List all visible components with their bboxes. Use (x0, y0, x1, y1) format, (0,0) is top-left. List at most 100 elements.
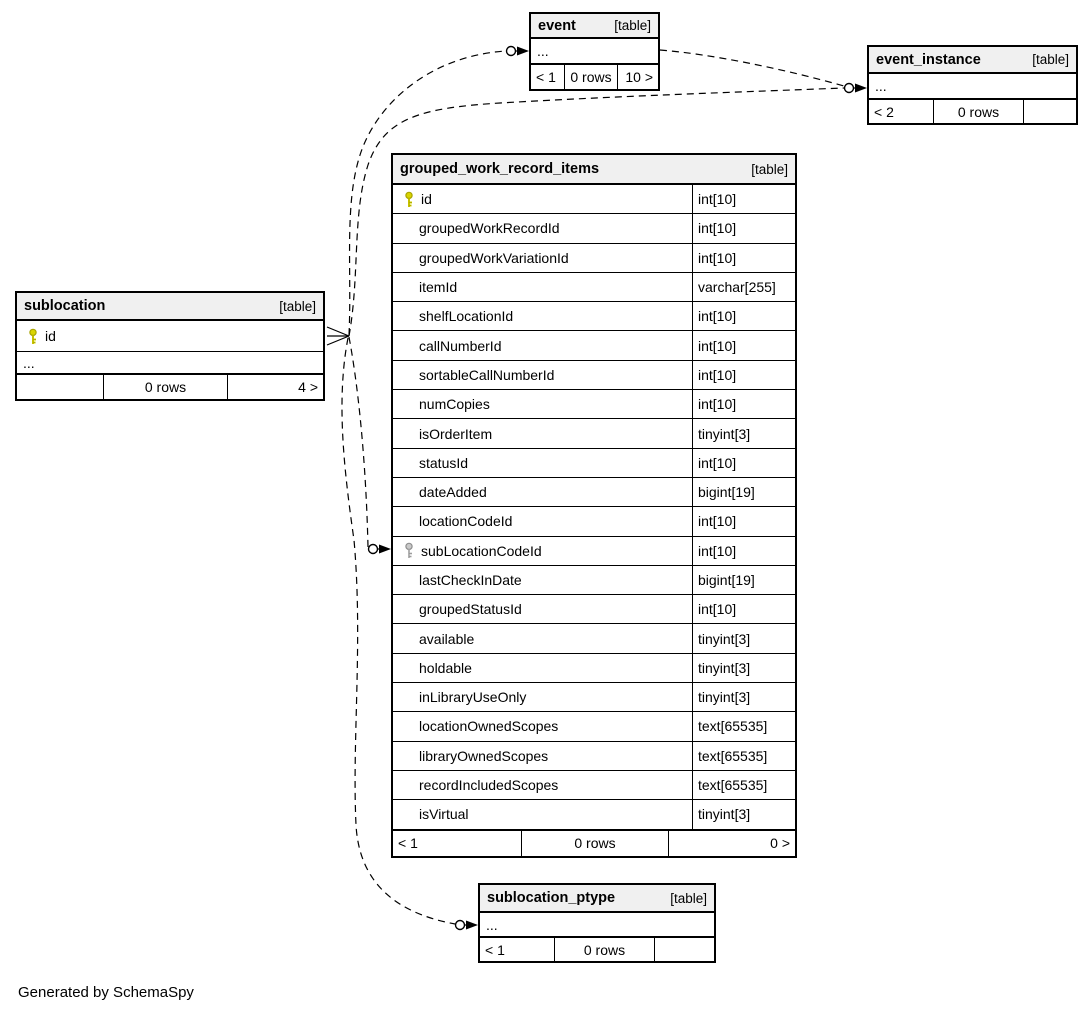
table-title[interactable]: event (538, 17, 576, 34)
column-type: varchar[255] (692, 272, 795, 302)
column-name: subLocationCodeId (421, 542, 542, 559)
column-name-cell: itemId (393, 273, 692, 301)
column-name: locationCodeId (419, 513, 513, 530)
column-name: available (419, 630, 475, 647)
column-row-id: id (17, 321, 323, 352)
column-name-cell: groupedWorkRecordId (393, 214, 692, 242)
relation-endpoint-grouped-work-record-items (367, 543, 391, 555)
column-row-libraryOwnedScopes: libraryOwnedScopes text[65535] (393, 741, 795, 771)
relation-sublocation-event (348, 50, 507, 336)
table-header-sublocation_ptype[interactable]: sublocation_ptype[table] (480, 885, 714, 913)
table-header-grouped_work_record_items[interactable]: grouped_work_record_items[table] (393, 155, 795, 185)
column-name-cell: shelfLocationId (393, 302, 692, 330)
table-header-sublocation[interactable]: sublocation [table] (17, 293, 323, 321)
relation-sublocation-sublocation-ptype (341, 337, 456, 925)
column-name-cell: statusId (393, 449, 692, 477)
parent-count: < 2 (874, 103, 894, 120)
table-header-event_instance[interactable]: event_instance[table] (869, 47, 1076, 74)
column-name: id (421, 191, 432, 208)
column-type: tinyint[3] (692, 800, 795, 829)
column-row-locationOwnedScopes: locationOwnedScopes text[65535] (393, 712, 795, 742)
table-title[interactable]: grouped_work_record_items (400, 161, 600, 177)
column-name-cell: libraryOwnedScopes (393, 742, 692, 770)
table-title[interactable]: sublocation (24, 298, 106, 314)
column-type: int[10] (692, 507, 795, 536)
table-header-event[interactable]: event [table] (531, 14, 658, 39)
table-title[interactable]: sublocation_ptype (487, 890, 616, 906)
column-name: dateAdded (419, 484, 487, 501)
column-name: statusId (419, 454, 469, 471)
column-name: lastCheckInDate (419, 572, 522, 588)
relation-event-event-instance (659, 49, 845, 87)
column-name-cell: isVirtual (393, 800, 692, 828)
column-name: id (45, 328, 56, 344)
column-type: bigint[19] (692, 477, 795, 507)
child-count (1023, 100, 1076, 123)
column-name-cell: groupedWorkVariationId (393, 244, 692, 272)
collapsed-columns-ellipsis: ... (480, 913, 714, 937)
column-type: int[10] (692, 243, 795, 272)
table-type-tag: [table] (279, 298, 316, 314)
table-type-tag: [table] (614, 18, 651, 33)
primary-key-icon (399, 191, 419, 208)
column-type: tinyint[3] (692, 624, 795, 653)
collapsed-columns-ellipsis: ... (17, 352, 323, 374)
column-row-numCopies: numCopies int[10] (393, 390, 795, 420)
column-name: libraryOwnedScopes (419, 747, 549, 764)
column-type: text[65535] (692, 712, 795, 741)
primary-key-icon (23, 328, 43, 345)
column-type: text[65535] (692, 741, 795, 770)
column-type: int[10] (692, 185, 795, 214)
column-type: tinyint[3] (692, 419, 795, 448)
column-name-cell: holdable (393, 654, 692, 682)
row-count: 0 rows (103, 375, 227, 399)
column-name-cell: lastCheckInDate (393, 566, 692, 594)
column-name-cell: subLocationCodeId (393, 537, 692, 565)
collapsed-columns-ellipsis: ... (531, 39, 658, 64)
column-row-dateAdded: dateAdded bigint[19] (393, 477, 795, 508)
column-type: int[10] (692, 390, 795, 419)
crow-foot-sublocation (326, 326, 350, 346)
column-name-cell: numCopies (393, 390, 692, 418)
relation-endpoint-sublocation-ptype (454, 919, 478, 931)
column-name-cell: locationCodeId (393, 507, 692, 535)
column-name: locationOwnedScopes (419, 718, 559, 735)
column-name-cell: locationOwnedScopes (393, 712, 692, 740)
row-count: 0 rows (564, 65, 617, 89)
column-type: text[65535] (692, 770, 795, 800)
column-name: numCopies (419, 396, 490, 413)
column-name-cell: recordIncludedScopes (393, 771, 692, 799)
column-name-cell: dateAdded (393, 478, 692, 506)
column-name-cell: id (393, 185, 692, 213)
parent-count (17, 375, 103, 399)
parent-count: < 1 (398, 835, 418, 852)
child-count: 0 > (668, 830, 795, 856)
column-name: inLibraryUseOnly (419, 689, 527, 706)
column-type: int[10] (692, 360, 795, 390)
row-count: 0 rows (554, 938, 654, 961)
child-count (654, 938, 714, 961)
table-grouped_work_record_items: grouped_work_record_items[table]id int[10… (391, 153, 797, 858)
table-title[interactable]: event_instance (876, 51, 981, 68)
relation-endpoint-event (505, 45, 529, 57)
relation-sublocation-grouped-work-record-items (348, 336, 369, 548)
